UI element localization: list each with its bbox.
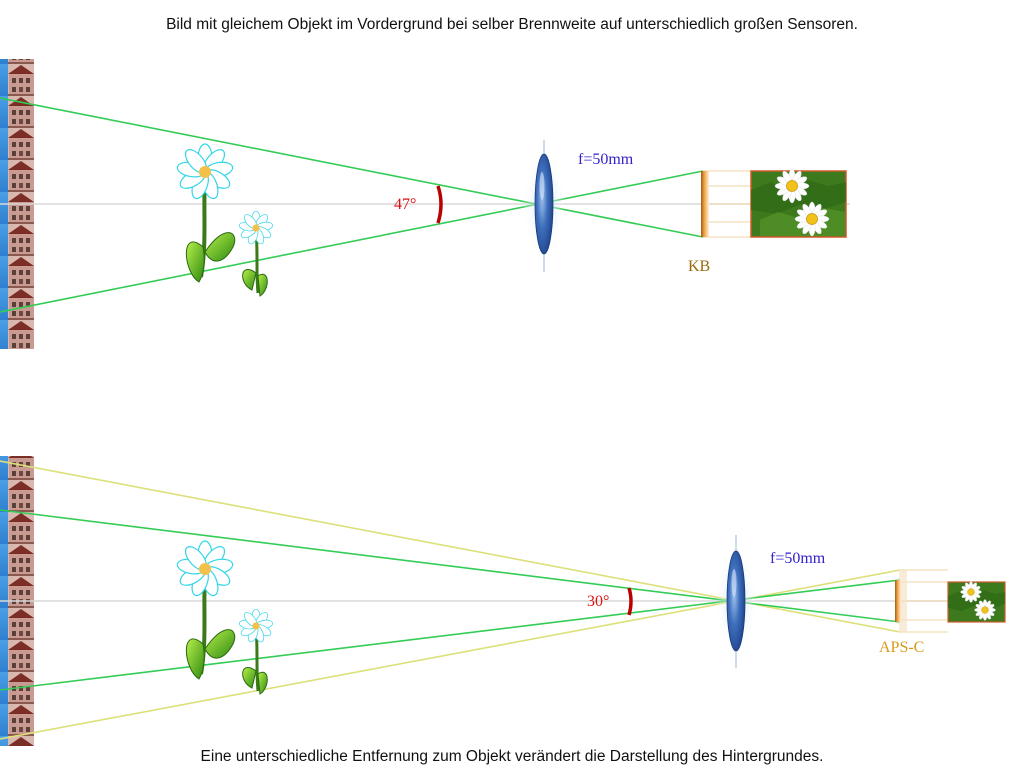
angle-label: 30° <box>587 593 609 610</box>
ray-apsc-lower <box>0 579 901 691</box>
sensor-label: KB <box>688 258 710 275</box>
lens <box>521 145 567 263</box>
angle-arc <box>627 587 633 616</box>
ray-lower <box>0 170 704 313</box>
foreground-flower-large <box>176 541 235 679</box>
foreground-flower-small <box>239 211 274 296</box>
top-panel: 47° f=50mm KB <box>0 59 850 349</box>
sensor-guides <box>703 170 752 238</box>
foreground-flower-large <box>176 144 235 282</box>
focal-length-label: f=50mm <box>770 550 826 567</box>
sensor-image-preview <box>947 581 1006 623</box>
bottom-panel: 30° f=50mm APS-C <box>0 456 1006 746</box>
ray-kb-lower <box>0 569 901 740</box>
focal-length-label: f=50mm <box>578 151 634 168</box>
sensor-kb <box>701 171 709 237</box>
diagram-footer: Eine unterschiedliche Entfernung zum Obj… <box>200 748 824 765</box>
sensor-label: APS-C <box>879 639 924 656</box>
sensor-kb-outline <box>899 570 907 632</box>
angle-label: 47° <box>394 196 416 213</box>
angle-arc <box>436 185 443 224</box>
ray-apsc-upper <box>0 509 901 623</box>
lens <box>713 542 759 660</box>
diagram-title: Bild mit gleichem Objekt im Vordergrund … <box>166 16 858 33</box>
ray-kb-upper <box>0 460 901 633</box>
sensor-image-preview <box>750 168 847 238</box>
ray-upper <box>0 97 704 238</box>
foreground-flower-small <box>239 609 274 694</box>
sensor-apsc <box>895 580 901 622</box>
